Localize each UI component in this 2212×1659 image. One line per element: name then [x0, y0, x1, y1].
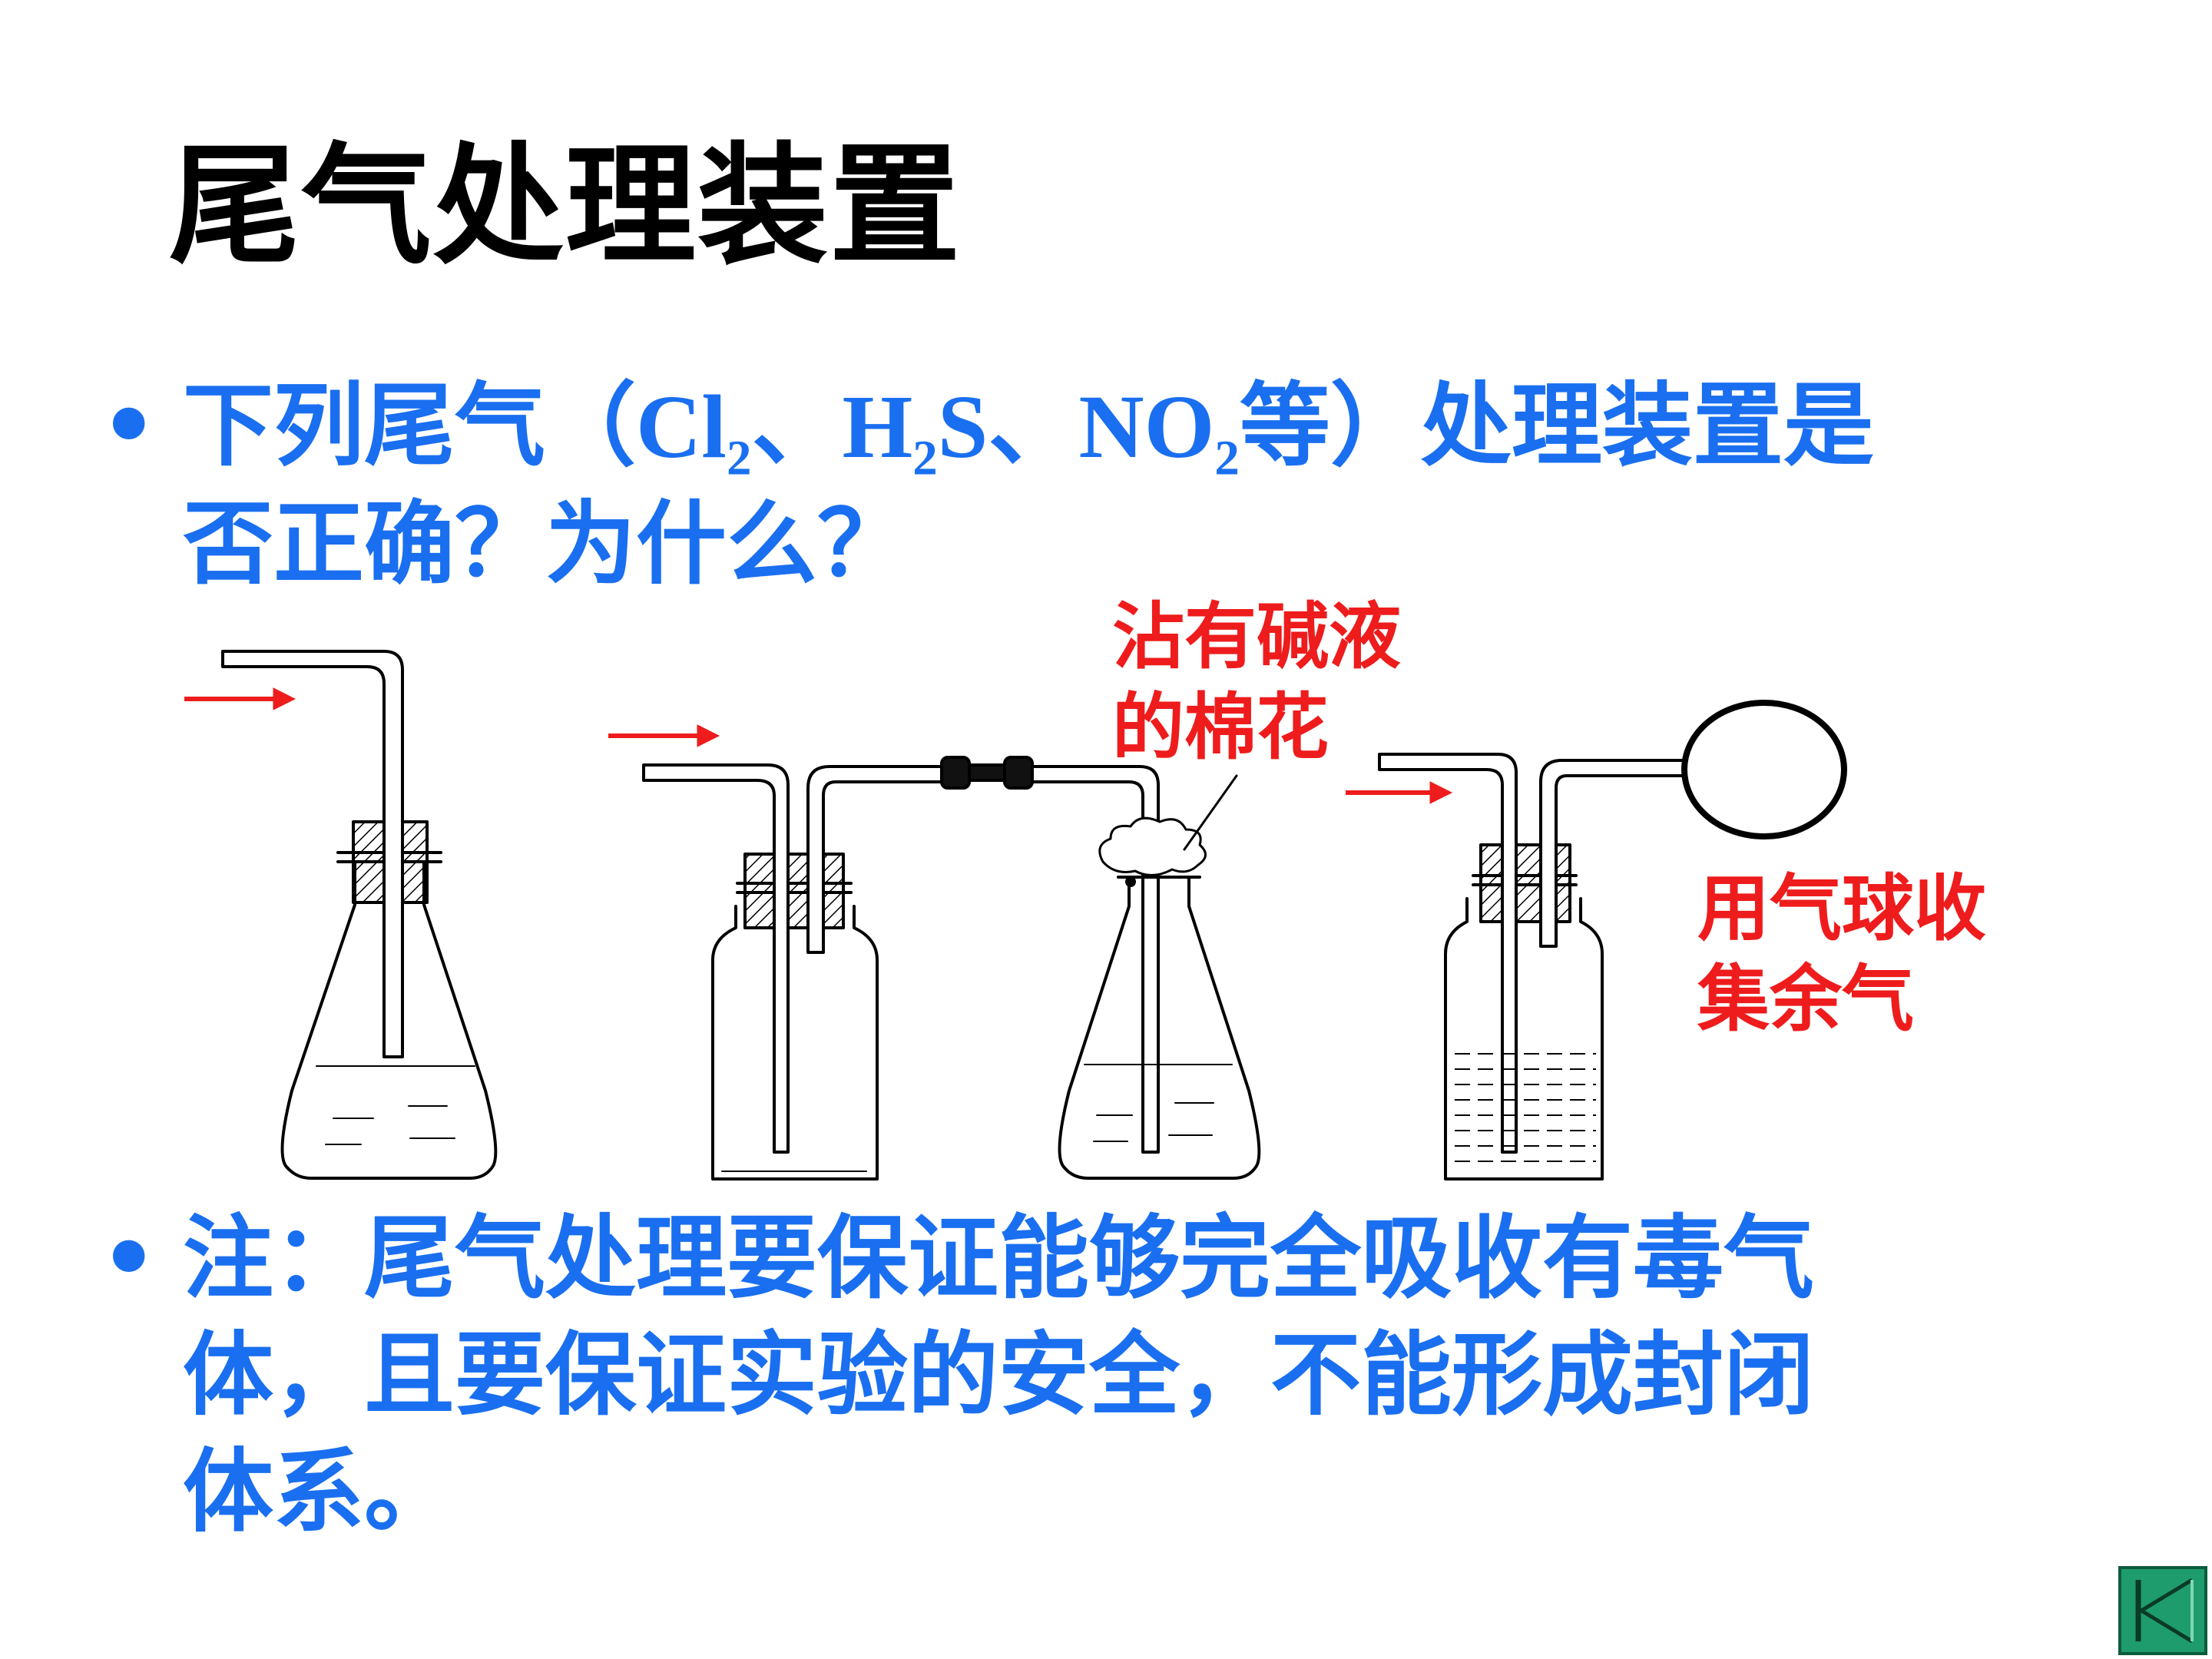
bullet-dot: • — [100, 1205, 158, 1311]
liquid-dashes — [1455, 1053, 1596, 1162]
apparatus-2-bottle-flask — [642, 756, 1261, 1181]
note-line-2: 体，且要保证实验的安全，不能形成封闭 — [183, 1321, 1815, 1428]
bullet-dot: • — [100, 373, 158, 478]
first-slide-button[interactable] — [2118, 1566, 2207, 1655]
note-line-1: 注：尾气处理要保证能够完全吸收有毒气 — [183, 1204, 1815, 1311]
note-line-3: 体系。 — [183, 1438, 455, 1545]
note-bullet: • 注：尾气处理要保证能够完全吸收有毒气 体，且要保证实验的安全，不能形成封闭 … — [100, 1200, 2158, 1550]
apparatus-3-bottle-balloon — [1378, 700, 1847, 1181]
arrow-3-icon — [1346, 781, 1453, 804]
question-line-1: 下列尾气（Cl2、H2S、NO2等）处理装置是 — [183, 372, 1874, 486]
first-slide-icon — [2135, 1578, 2194, 1644]
cotton-pointer-line — [1183, 774, 1238, 851]
balloon-label: 用气球收 集余气 — [1697, 866, 1987, 1041]
arrow-2-icon — [608, 724, 720, 747]
apparatus-1-flask — [221, 650, 498, 1180]
question-bullet: • 下列尾气（Cl2、H2S、NO2等）处理装置是 否正确？为什么？ — [100, 367, 2158, 602]
arrow-1-icon — [184, 687, 296, 710]
cotton-label: 沾有碱液 的棉花 — [1112, 594, 1402, 770]
slide-title: 尾气处理装置 — [169, 129, 962, 283]
question-line-2: 否正确？为什么？ — [183, 490, 909, 597]
flow-arrows — [184, 687, 1453, 804]
